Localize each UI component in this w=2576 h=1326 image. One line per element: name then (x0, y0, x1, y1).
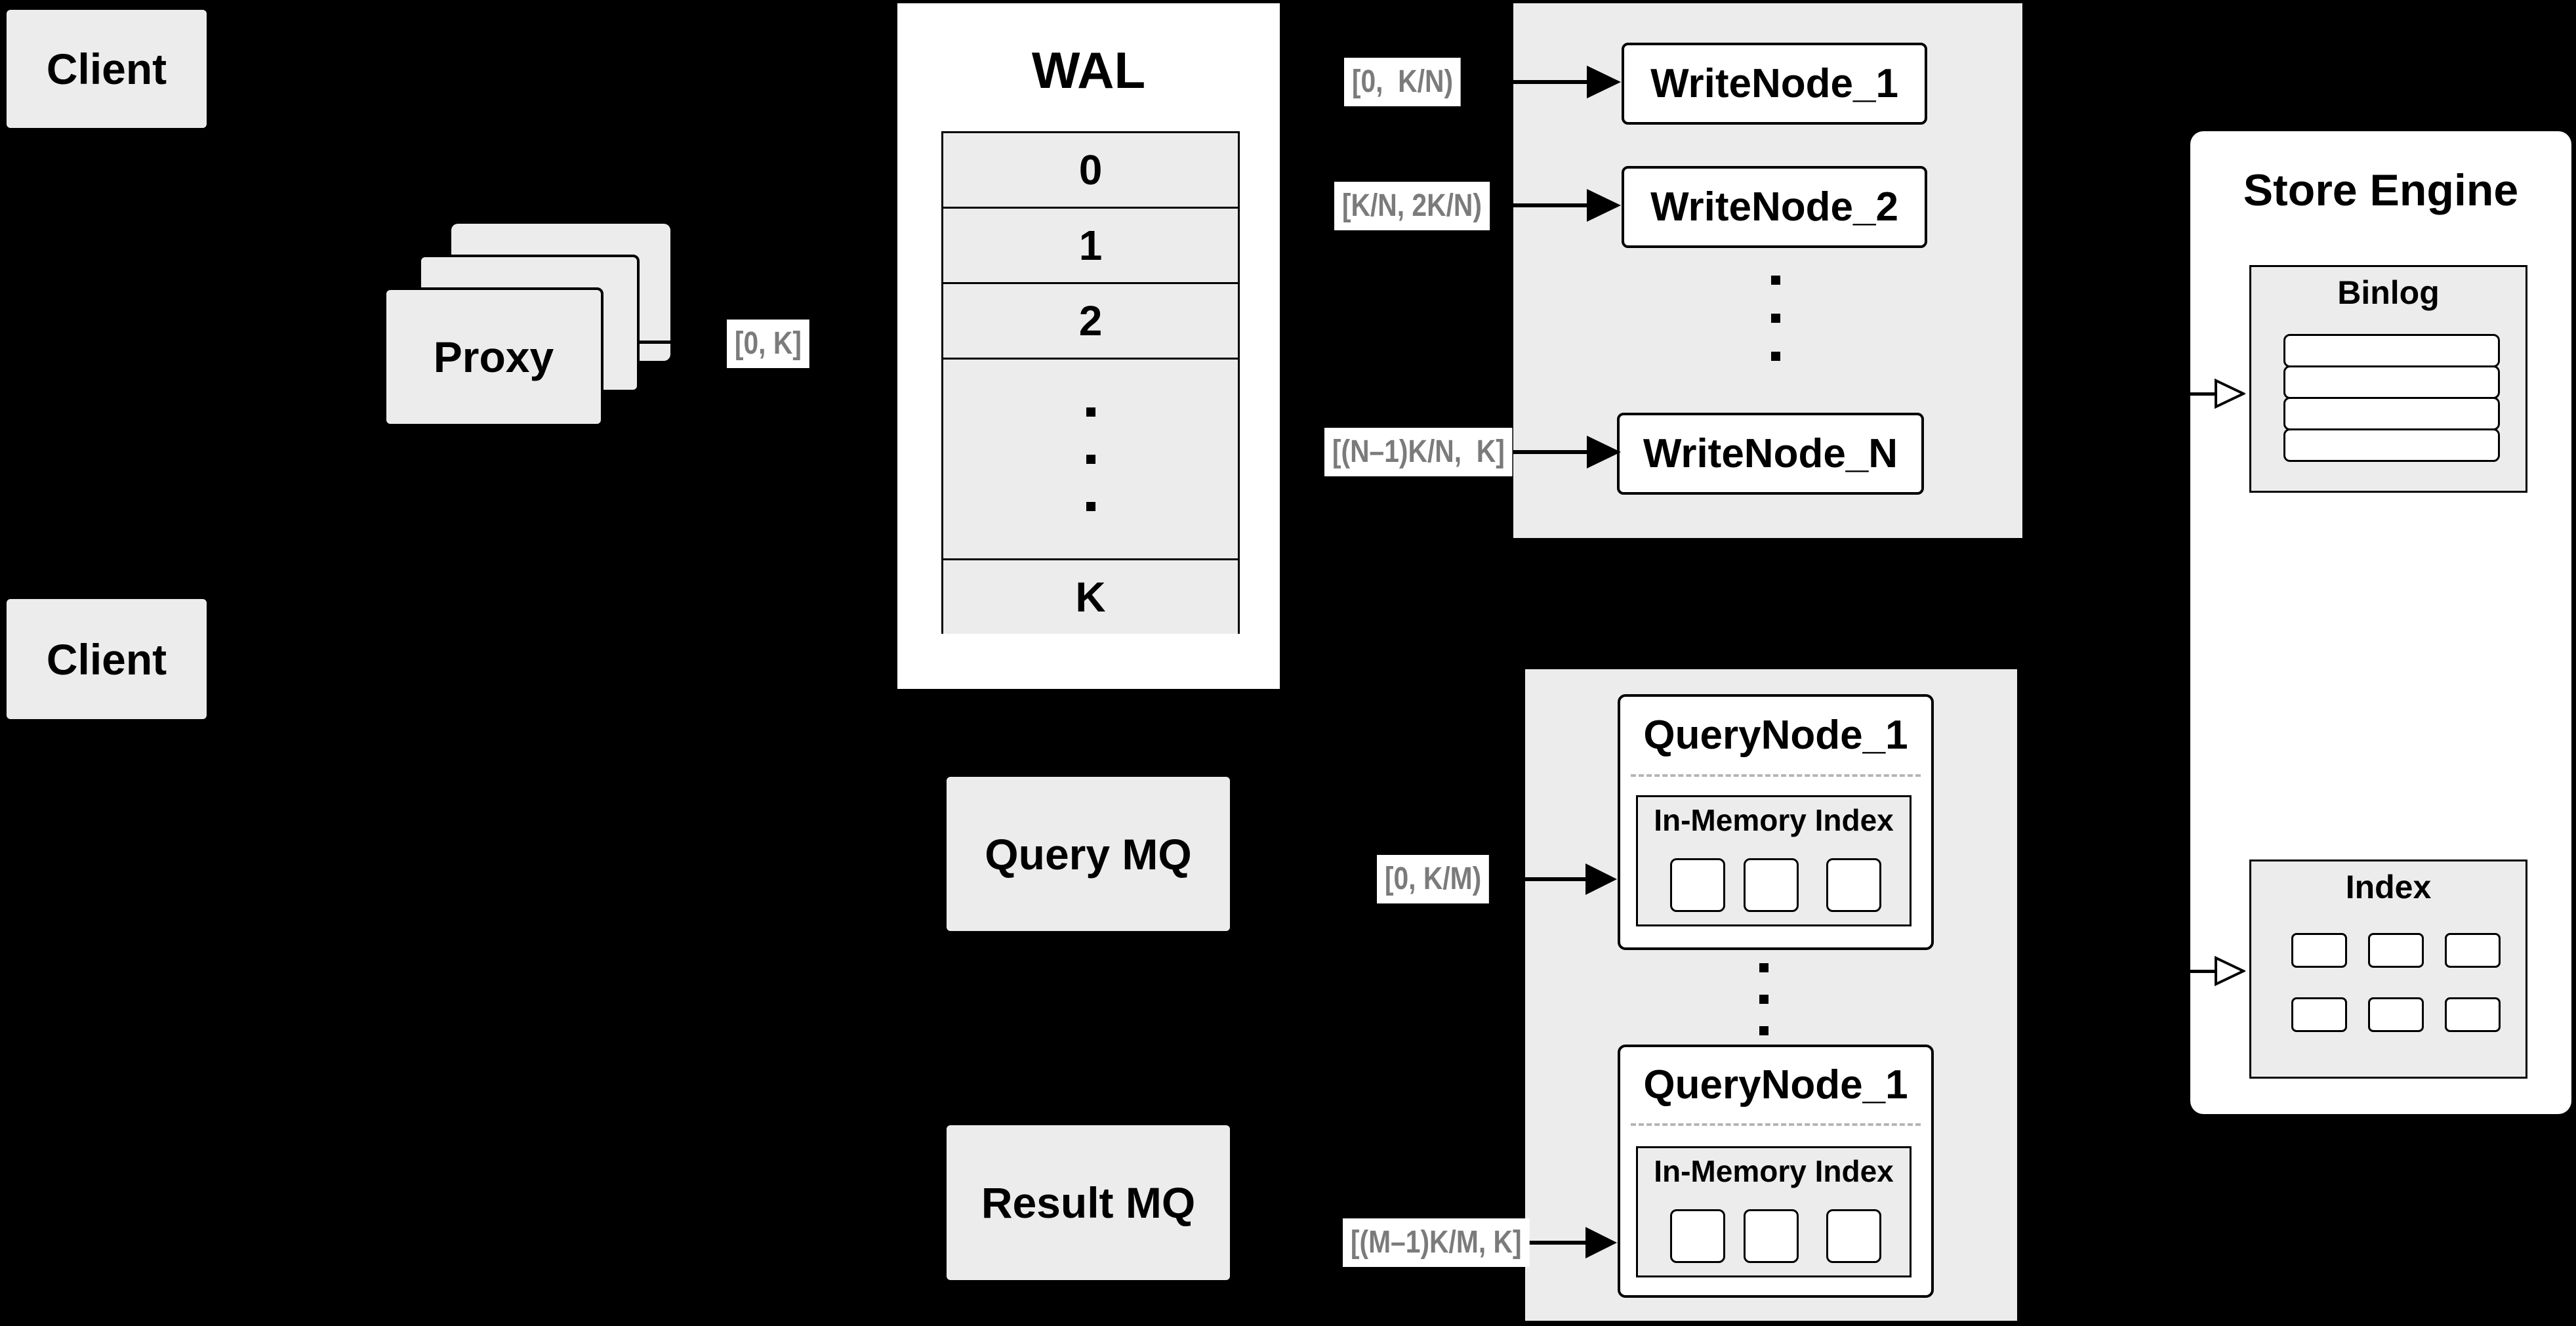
index-cell (2368, 997, 2424, 1032)
client-box-top: Client (7, 10, 207, 128)
write-node-1-box: WriteNode_1 (1622, 43, 1927, 125)
segment-cell (1670, 1209, 1725, 1263)
wal-row-0: 0 (943, 133, 1238, 207)
binlog-title: Binlog (2337, 274, 2440, 311)
vertical-ellipsis-icon (1086, 407, 1095, 511)
index-title: Index (2345, 869, 2432, 905)
arrow-right-icon (1513, 203, 1587, 207)
segment-cell (1670, 858, 1725, 912)
proxy-to-wal-line (603, 341, 728, 344)
arrowhead-right-icon (1587, 189, 1621, 222)
query-mq-box: Query MQ (947, 777, 1230, 931)
write-node-ellipsis-icon (1771, 276, 1780, 361)
segment-cell (1744, 858, 1799, 912)
arrowhead-right-icon (1585, 863, 1617, 895)
arrowhead-right-icon (1585, 1227, 1617, 1258)
index-cell (2445, 933, 2501, 968)
index-box (2249, 860, 2527, 1079)
wal-log-table: 0 1 2 K (941, 131, 1240, 634)
dashed-divider (1631, 1123, 1921, 1126)
query-node-top-title: QueryNode_1 (1643, 712, 1908, 758)
hollow-arrow-shaft (2190, 392, 2215, 396)
binlog-row (2283, 365, 2500, 399)
wal-row-ellipsis (943, 358, 1238, 558)
store-engine-title: Store Engine (2243, 165, 2519, 215)
range-label-write-n: [(N–1)K/N, K] (1324, 428, 1513, 476)
query-node-bottom-title: QueryNode_1 (1643, 1062, 1908, 1108)
write-node-n-box: WriteNode_N (1617, 413, 1924, 495)
client-top-label: Client (46, 45, 167, 93)
index-cell (2291, 997, 2347, 1032)
wal-title: WAL (1031, 41, 1146, 99)
arrowhead-right-icon (1587, 436, 1621, 468)
arrow-right-icon (1525, 877, 1585, 881)
hollow-arrowhead-icon (2215, 955, 2245, 987)
in-memory-index-title-bottom: In-Memory Index (1654, 1154, 1894, 1188)
arrowhead-right-icon (1587, 66, 1621, 98)
wal-row-1: 1 (943, 207, 1238, 282)
write-node-2-box: WriteNode_2 (1622, 166, 1927, 248)
in-memory-index-title-top: In-Memory Index (1654, 803, 1894, 837)
arrow-right-icon (1513, 80, 1587, 84)
wal-row-k: K (943, 558, 1238, 634)
range-label-query-bottom: [(M–1)K/M, K] (1343, 1218, 1530, 1267)
query-node-ellipsis-icon (1759, 963, 1768, 1035)
wal-row-2: 2 (943, 282, 1238, 358)
segment-cell (1744, 1209, 1799, 1263)
range-label-query-top: [0, K/M) (1377, 855, 1490, 903)
dashed-divider (1631, 774, 1921, 777)
index-cell (2291, 933, 2347, 968)
index-cell (2368, 933, 2424, 968)
result-mq-box: Result MQ (947, 1125, 1230, 1280)
index-cell (2445, 997, 2501, 1032)
range-label-write-1: [0, K/N) (1344, 58, 1461, 106)
client-box-bottom: Client (7, 599, 207, 719)
hollow-arrowhead-icon (2215, 378, 2245, 409)
arrow-right-icon (1513, 450, 1587, 454)
hollow-arrow-shaft (2190, 970, 2215, 973)
proxy-label: Proxy (433, 333, 554, 381)
proxy-box-front: Proxy (384, 287, 603, 426)
client-bottom-label: Client (46, 634, 167, 684)
arrow-right-icon (1525, 1241, 1585, 1245)
range-label-write-2: [K/N, 2K/N) (1334, 182, 1490, 230)
segment-cell (1826, 858, 1881, 912)
range-label-proxy-to-wal: [0, K] (727, 320, 809, 368)
binlog-row (2283, 334, 2500, 367)
binlog-row (2283, 428, 2500, 462)
binlog-row (2283, 397, 2500, 430)
segment-cell (1826, 1209, 1881, 1263)
